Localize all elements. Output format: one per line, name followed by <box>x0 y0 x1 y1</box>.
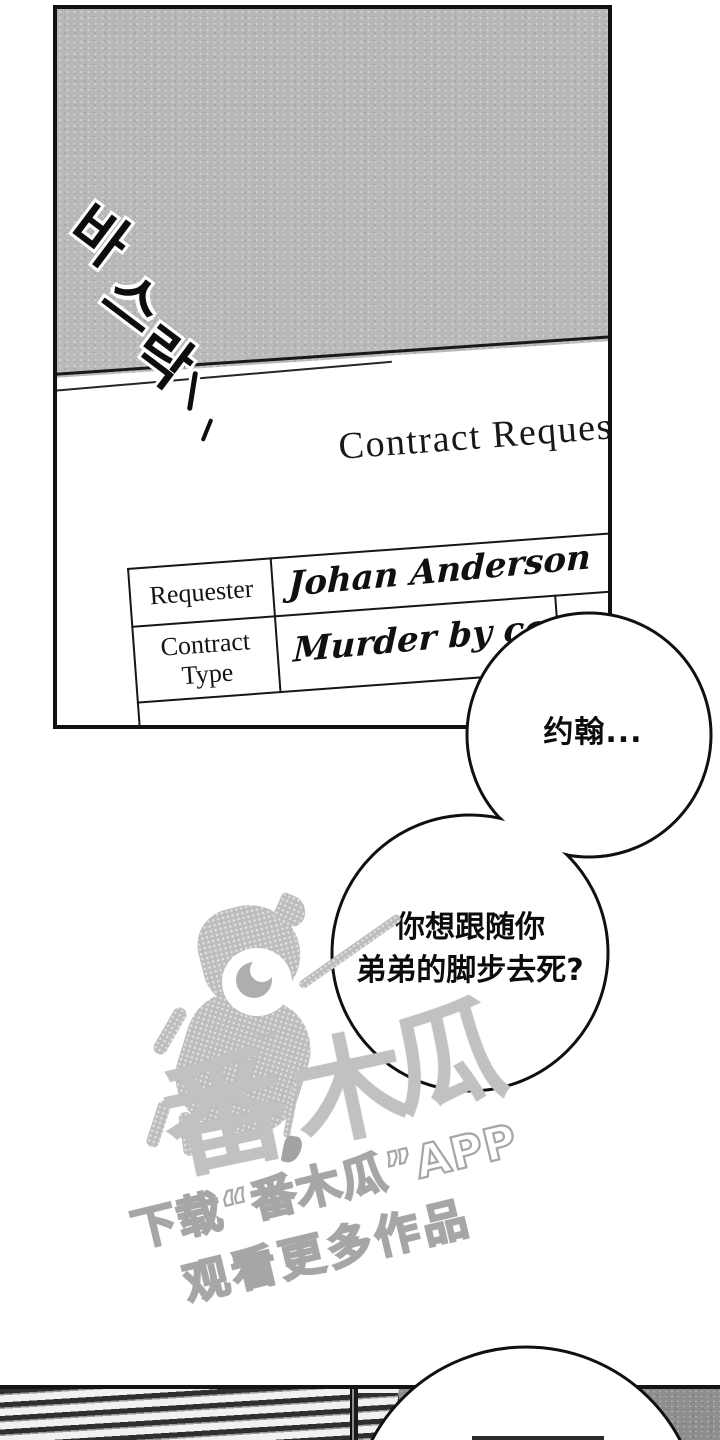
speech-line: 你想跟随你 <box>395 910 545 945</box>
document-title: Contract Reques <box>337 405 612 468</box>
wall-texture <box>57 9 608 378</box>
mascot-brush-tip <box>280 1134 304 1165</box>
watermark-download-text: 下载“番木瓜”APP <box>125 1112 524 1258</box>
mascot-smile <box>250 1018 280 1040</box>
mascot-hat-tip <box>271 891 311 931</box>
watermark-brand-char: 番 <box>149 1030 302 1199</box>
speech-line: 弟弟的脚步去死? <box>356 953 584 988</box>
window-blinds-right <box>358 1389 398 1440</box>
speech-bubble-2-text: 你想跟随你 弟弟的脚步去死? <box>340 906 600 992</box>
watermark-brand-char: 木 <box>280 1012 420 1167</box>
mascot-leg <box>178 1111 197 1157</box>
mascot-leg <box>144 1099 173 1149</box>
speech-bubble-1-text: 约翰... <box>543 715 643 750</box>
window-blinds <box>0 1389 350 1440</box>
blinds-pole <box>350 1389 358 1440</box>
watermark-watch-text: 观看更多作品 <box>177 1190 477 1312</box>
mascot-arm <box>150 1004 190 1058</box>
panel-bottom <box>0 1385 720 1440</box>
mascot-brush-handle <box>282 1081 301 1139</box>
dark-wall-texture <box>399 1389 720 1440</box>
mascot-body <box>162 979 324 1147</box>
mascot-pupil-highlight <box>250 958 274 982</box>
sfx-dash-mark <box>200 418 214 442</box>
row-value-handwritten: Murder by cont <box>292 603 588 671</box>
mascot-eye <box>222 948 292 1016</box>
watermark-brand-char: 瓜 <box>377 980 517 1135</box>
contract-table: Requester Johan Anderson Contract Type M… <box>127 526 608 725</box>
panel-top: Contract Reques Requester Johan Anderson… <box>53 5 612 729</box>
mascot-pupil <box>236 962 272 998</box>
row-label: Contract Type <box>159 626 251 691</box>
sfx-stroke-mark <box>186 370 199 412</box>
row-label: Requester <box>148 573 255 611</box>
